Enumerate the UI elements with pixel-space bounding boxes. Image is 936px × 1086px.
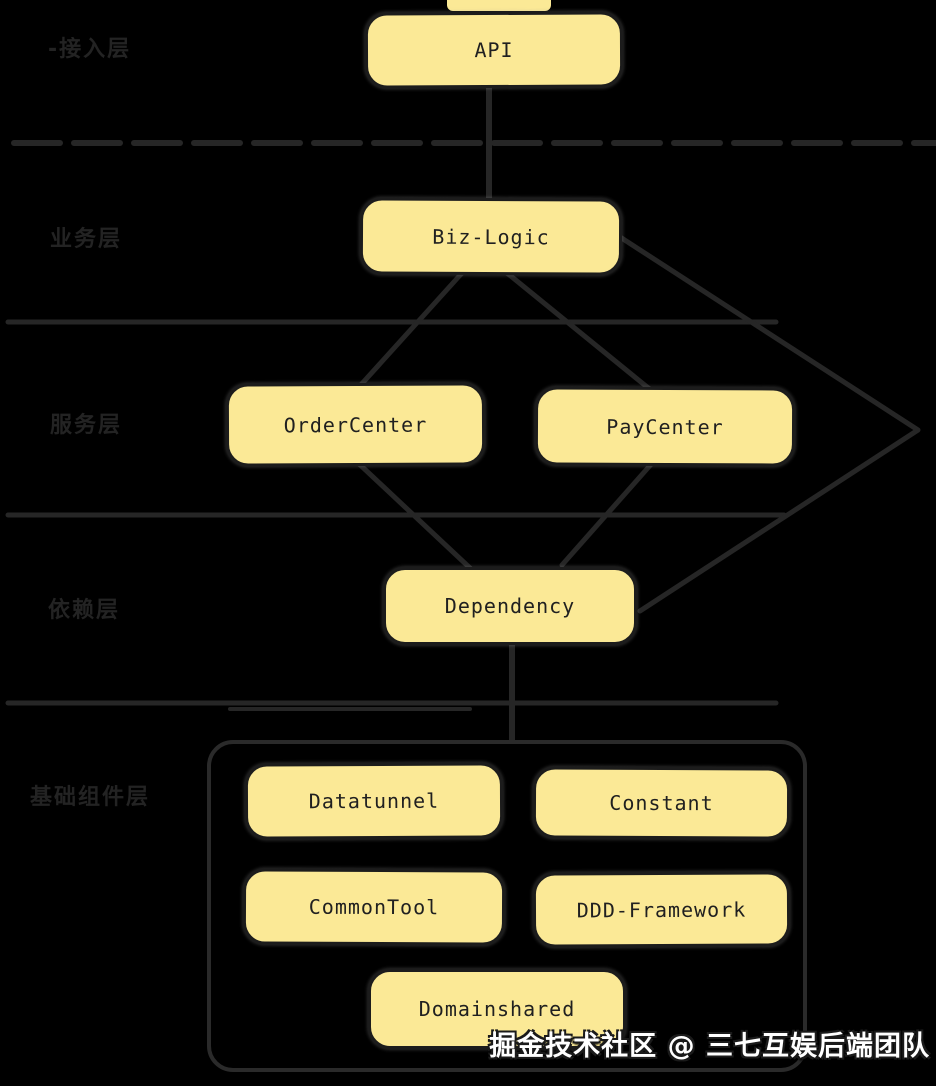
- node-api[interactable]: API: [364, 11, 624, 89]
- layer-label-dependency: 依赖层: [48, 598, 121, 623]
- edge-bizlogic-dependency-loop: [617, 234, 921, 614]
- layer-label-service: 服务层: [50, 413, 123, 438]
- node-domainshared[interactable]: Domainshared: [368, 969, 626, 1049]
- node-datatunnel[interactable]: Datatunnel: [244, 762, 504, 840]
- node-common-tool[interactable]: CommonTool: [242, 868, 506, 946]
- edge-paycenter-dependency: [559, 458, 657, 568]
- layer-label-business: 业务层: [50, 227, 123, 252]
- base-components-group: [207, 740, 807, 1072]
- watermark-text: 掘金技术社区 @ 三七互娱后端团队: [489, 1031, 930, 1062]
- node-constant[interactable]: Constant: [532, 766, 791, 840]
- node-biz-logic[interactable]: Biz-Logic: [359, 197, 623, 276]
- edge-ordercenter-dependency: [353, 458, 473, 571]
- node-pay-center[interactable]: PayCenter: [534, 386, 796, 467]
- edge-bizlogic-paycenter: [504, 270, 655, 394]
- node-dependency[interactable]: Dependency: [383, 567, 637, 645]
- layer-label-base-components: 基础组件层: [30, 785, 151, 810]
- layer-label-access: -接入层: [48, 37, 132, 62]
- node-order-center[interactable]: OrderCenter: [225, 382, 486, 467]
- node-ddd-framework[interactable]: DDD-Framework: [532, 871, 791, 948]
- cropped-node-top: [447, 0, 551, 11]
- edge-bizlogic-ordercenter: [355, 270, 465, 391]
